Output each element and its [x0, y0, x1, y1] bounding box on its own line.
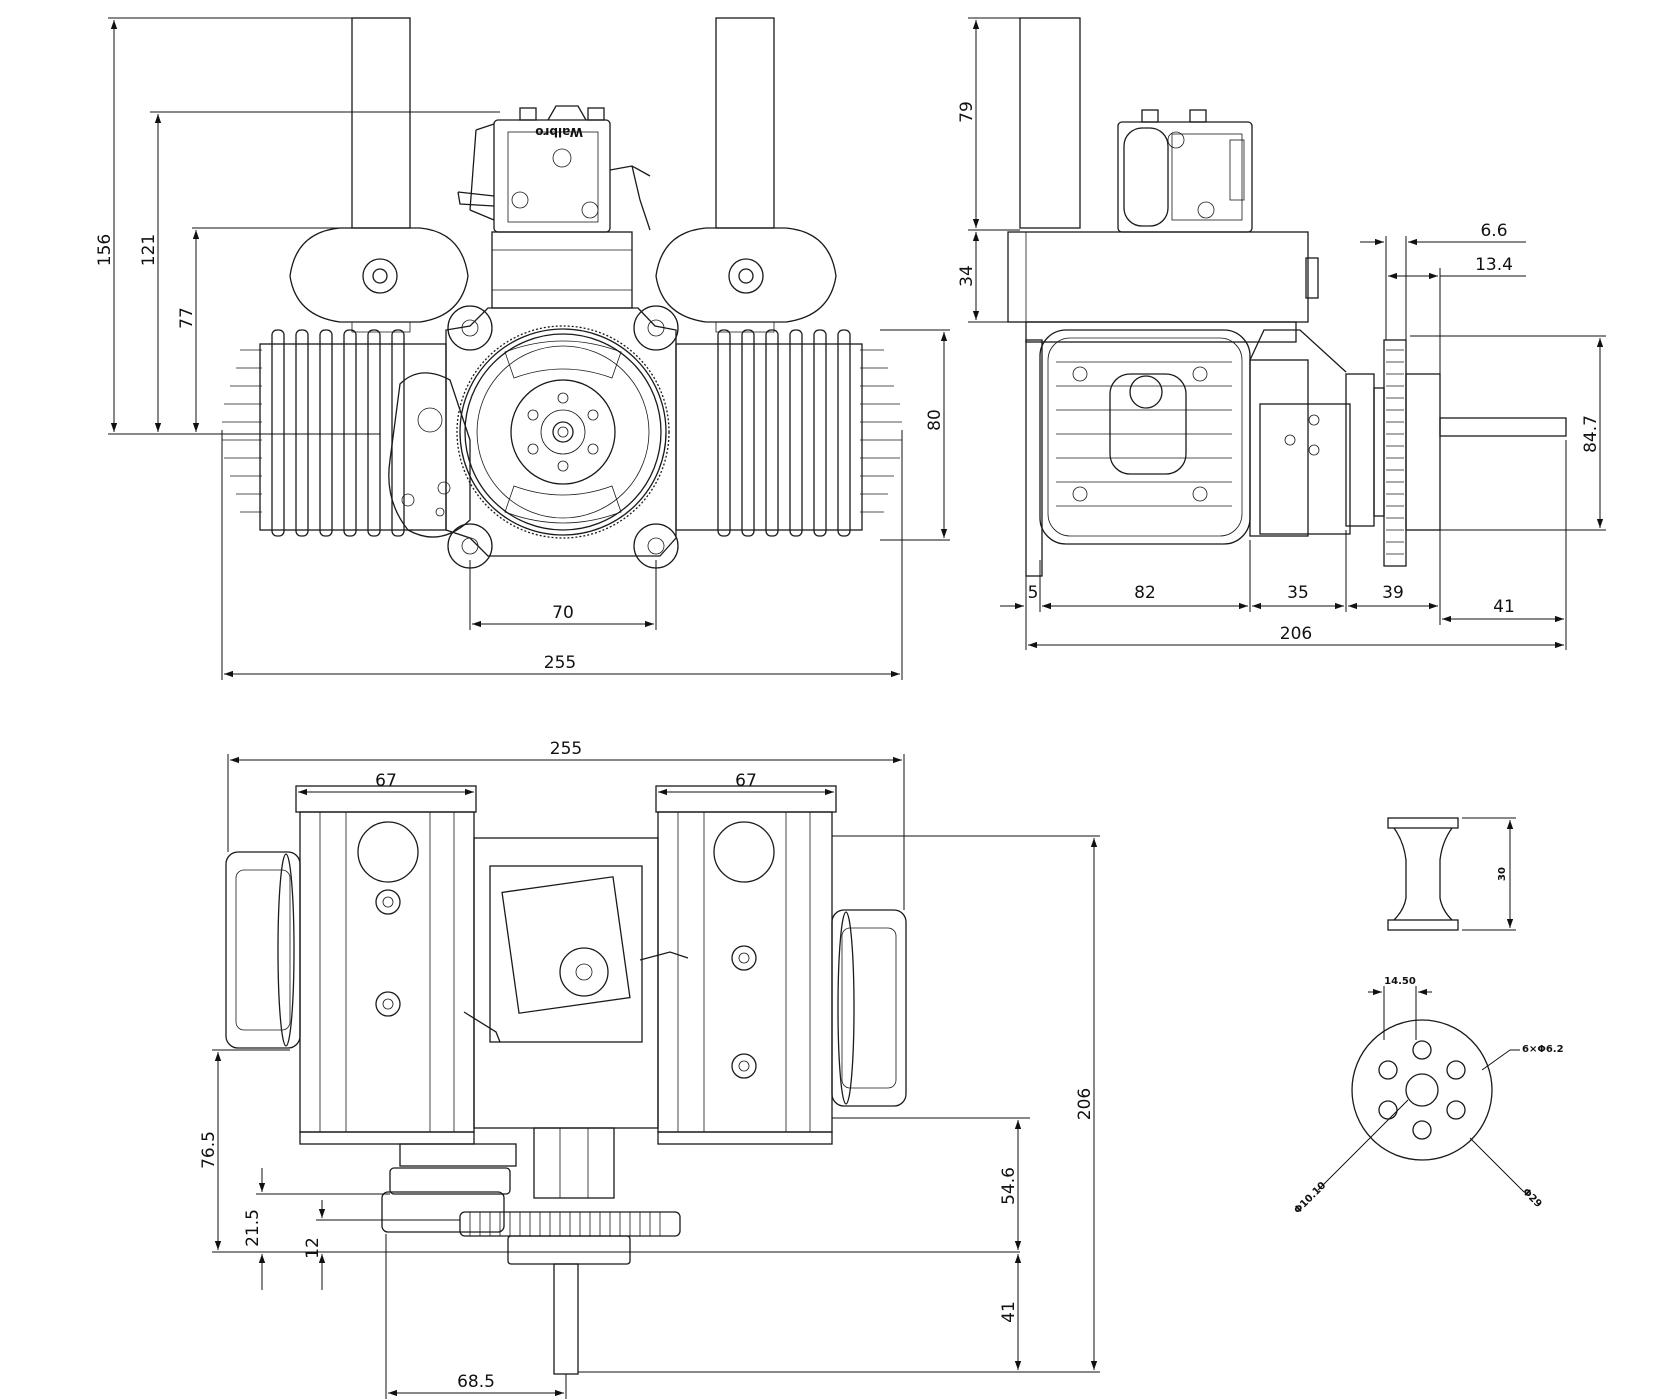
dim-54-6: 54.6 — [999, 1167, 1019, 1205]
dim-68-5: 68.5 — [457, 1372, 495, 1392]
dim-41-top: 41 — [999, 1301, 1019, 1323]
dim-76-5: 76.5 — [199, 1131, 219, 1169]
dim-121: 121 — [139, 234, 159, 266]
left-cylinder — [222, 329, 447, 537]
top-center — [399, 837, 689, 1199]
front-dimensions: 156 121 77 80 70 255 — [95, 17, 950, 680]
top-dimensions: 255 67 67 76.5 21.5 12 54.6 41 — [199, 739, 1100, 1399]
dim-84-7: 84.7 — [1581, 415, 1601, 453]
dim-79: 79 — [957, 101, 977, 123]
front-view: Walbro — [95, 17, 950, 680]
side-carburetor — [1117, 109, 1253, 233]
dim-206-side: 206 — [1280, 624, 1312, 644]
top-left-cylinder — [225, 785, 477, 1145]
dim-41-side: 41 — [1493, 597, 1515, 617]
top-right-cylinder — [655, 785, 907, 1145]
brand-label: Walbro — [535, 125, 583, 139]
right-muffler — [655, 227, 837, 333]
top-gears — [381, 1167, 681, 1375]
dim-holes: 6×Φ6.2 — [1522, 1044, 1564, 1055]
flywheel-gear — [456, 325, 670, 539]
dim-255-top: 255 — [550, 739, 582, 759]
standoff-detail: 30 — [1387, 817, 1516, 931]
dim-80: 80 — [925, 409, 945, 431]
dim-outer: Φ29 — [1520, 1186, 1544, 1210]
dim-70: 70 — [552, 603, 574, 623]
dim-77: 77 — [177, 307, 197, 329]
left-muffler — [289, 227, 469, 333]
dim-67-right: 67 — [735, 771, 757, 791]
side-body — [1007, 231, 1567, 577]
dim-34: 34 — [957, 265, 977, 287]
dim-14-50: 14.50 — [1384, 976, 1416, 987]
dim-255-front: 255 — [544, 653, 576, 673]
dim-206-top: 206 — [1075, 1088, 1095, 1120]
top-view: 255 67 67 76.5 21.5 12 54.6 41 — [199, 739, 1100, 1399]
exhaust-stacks — [351, 17, 775, 229]
dim-82: 82 — [1134, 583, 1156, 603]
carburetor: Walbro — [457, 105, 651, 309]
dim-35: 35 — [1287, 583, 1309, 603]
right-cylinder — [675, 329, 902, 537]
dim-21-5: 21.5 — [243, 1209, 263, 1247]
dim-bore: Φ10.10 — [1292, 1180, 1328, 1216]
side-exhaust-stack — [1019, 17, 1081, 229]
side-view: 79 34 6.6 13.4 84.7 — [957, 17, 1606, 650]
dim-12: 12 — [303, 1237, 323, 1259]
dim-30: 30 — [1497, 867, 1508, 881]
dim-156: 156 — [95, 234, 115, 266]
dim-5: 5 — [1028, 583, 1039, 603]
ignition-module — [388, 372, 471, 538]
flange-detail: 14.50 6×Φ6.2 Φ10.10 Φ29 — [1292, 976, 1563, 1216]
side-dimensions: 79 34 6.6 13.4 84.7 — [957, 17, 1606, 650]
dim-6-6: 6.6 — [1480, 221, 1507, 241]
dim-13-4: 13.4 — [1475, 255, 1513, 275]
dim-67-left: 67 — [375, 771, 397, 791]
dim-39: 39 — [1382, 583, 1404, 603]
